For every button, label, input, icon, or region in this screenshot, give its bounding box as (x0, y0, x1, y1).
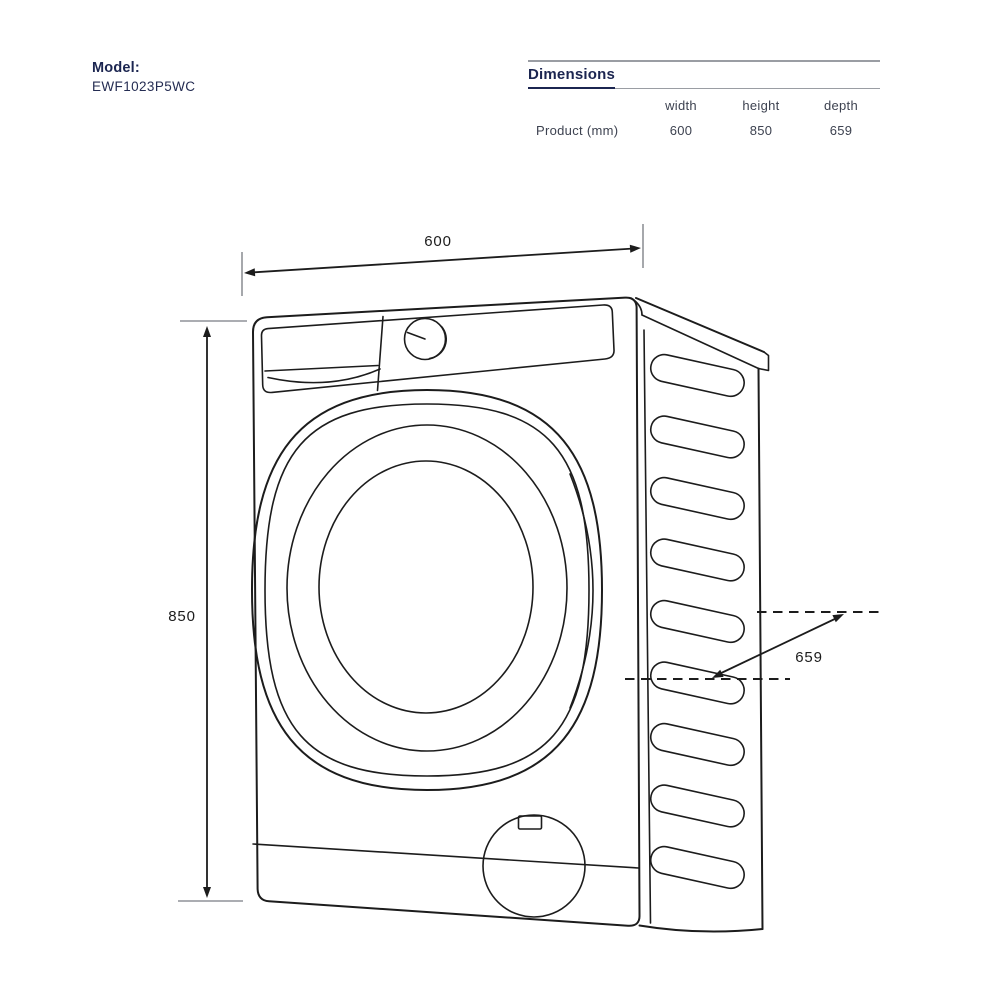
product-height-value: 850 (749, 123, 773, 138)
depth-arrow-line (715, 615, 841, 677)
program-knob (403, 317, 448, 361)
product-depth-value: 659 (829, 123, 853, 138)
drain-pump-cover (482, 814, 586, 918)
knob-depth-arc (428, 325, 448, 360)
door-glass (318, 460, 534, 714)
door-trim-ring (286, 424, 568, 752)
porthole-door (251, 389, 603, 791)
detergent-drawer-handle (267, 368, 381, 384)
width-dimension-label: 600 (424, 233, 451, 250)
model-block: Model: EWF1023P5WC (92, 60, 195, 94)
depth-dimension-label: 659 (795, 649, 822, 666)
door-hinge-curve (569, 473, 594, 709)
width-arrowhead-left (244, 268, 256, 277)
side-vent-slots (649, 353, 745, 890)
row-label-product: Product (mm) (536, 123, 619, 138)
col-header-height: height (742, 98, 780, 113)
knob-pointer (406, 331, 426, 340)
control-panel (260, 304, 615, 394)
detergent-drawer-top-line (264, 364, 379, 372)
dimension-annotations: 600 850 659 (168, 224, 884, 902)
kick-panel-line (252, 843, 640, 869)
height-dimension: 850 (168, 320, 247, 902)
width-dimension: 600 (241, 224, 644, 296)
front-right-corner-curve (630, 297, 643, 316)
model-number: EWF1023P5WC (92, 79, 196, 94)
washer-front-face (252, 296, 641, 927)
top-slab-edge (635, 297, 765, 353)
side-back-edge (757, 367, 764, 930)
depth-arrowhead-lower (712, 669, 724, 678)
detergent-drawer-divider (376, 315, 384, 392)
col-header-depth: depth (823, 98, 859, 113)
dimensions-title: Dimensions (528, 66, 616, 89)
product-width-value: 600 (669, 123, 693, 138)
col-header-width: width (665, 98, 697, 113)
height-dimension-label: 850 (168, 608, 195, 625)
width-arrow-line (247, 247, 638, 274)
side-top-edge (641, 314, 760, 370)
width-arrowhead-right (629, 244, 641, 253)
front-right-corner-line (643, 329, 652, 924)
door-outer-ring (251, 389, 603, 791)
depth-dimension: 659 (625, 611, 884, 680)
side-panel (630, 297, 770, 933)
dimensions-table: Dimensions width height depth Product (m… (528, 60, 880, 138)
model-label: Model: (92, 60, 140, 76)
height-arrowhead-bottom (203, 887, 211, 898)
washing-machine-drawing (251, 296, 770, 933)
depth-arrowhead-upper (832, 614, 844, 623)
height-arrowhead-top (203, 326, 211, 337)
side-bottom-edge (638, 924, 764, 933)
drain-cover-latch (517, 815, 543, 830)
top-slab-lip (757, 351, 770, 372)
dimensions-table-header: Dimensions (528, 62, 880, 89)
dimensions-grid: width height depth Product (mm) 600 850 … (528, 98, 880, 138)
door-inner-ring (264, 403, 590, 777)
